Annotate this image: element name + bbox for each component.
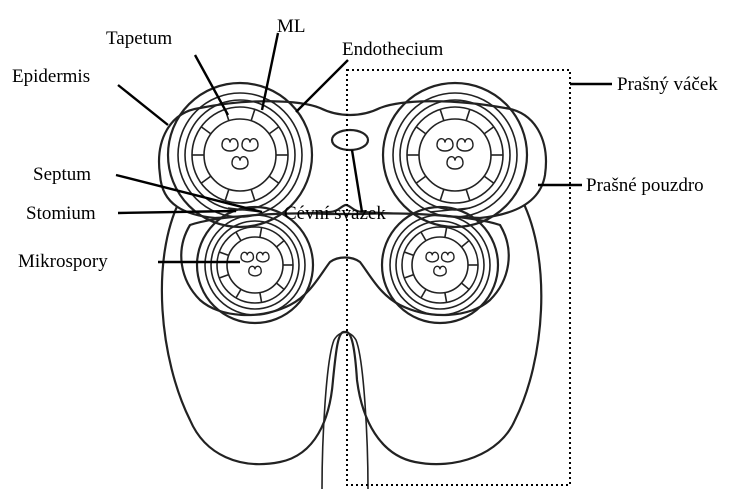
microspore — [241, 252, 253, 262]
epidermis-leader — [118, 85, 168, 125]
microspore — [257, 252, 269, 262]
microspore — [434, 266, 446, 276]
label-epidermis: Epidermis — [12, 66, 90, 87]
label-stomium: Stomium — [26, 203, 96, 224]
label-prasny-vacek: Prašný váček — [617, 74, 718, 95]
microspore — [442, 252, 454, 262]
microspore — [232, 157, 248, 169]
label-cevni-svazek: Cévní svazek — [284, 203, 386, 224]
label-endothecium: Endothecium — [342, 39, 444, 60]
microspore — [457, 139, 473, 151]
microspore — [242, 139, 258, 151]
label-mikrospory: Mikrospory — [18, 251, 108, 272]
label-septum: Septum — [33, 164, 91, 185]
label-ml: ML — [277, 16, 306, 37]
label-tapetum: Tapetum — [106, 28, 172, 49]
microspore — [222, 139, 238, 151]
microspore — [447, 157, 463, 169]
ml-leader — [262, 33, 278, 110]
microspore — [426, 252, 438, 262]
endothecium-leader — [296, 60, 348, 112]
microspore — [249, 266, 261, 276]
label-prasne-pouzdro: Prašné pouzdro — [586, 175, 704, 196]
microspore — [437, 139, 453, 151]
